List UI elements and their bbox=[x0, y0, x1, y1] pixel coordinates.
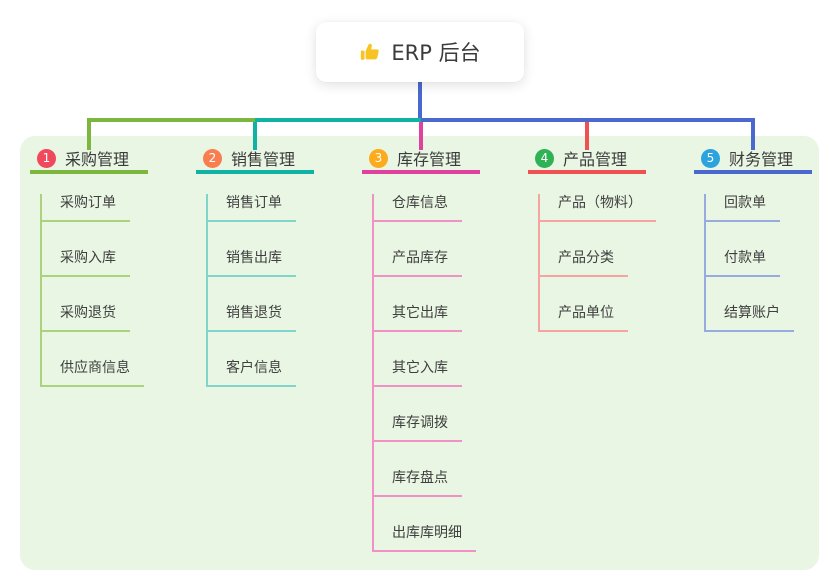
child-node[interactable]: 采购订单 bbox=[42, 194, 130, 222]
branch-children: 销售订单 销售出库 销售退货 客户信息 bbox=[206, 194, 314, 387]
branch-sales: 2 销售管理 销售订单 销售出库 销售退货 客户信息 bbox=[196, 148, 314, 387]
branch-drop-line-4 bbox=[585, 122, 589, 150]
child-node[interactable]: 库存调拨 bbox=[374, 414, 462, 442]
branch-label: 销售管理 bbox=[231, 150, 296, 169]
branch-label: 财务管理 bbox=[729, 150, 794, 169]
child-node[interactable]: 销售出库 bbox=[208, 249, 296, 277]
branch-number-badge: 5 bbox=[701, 148, 720, 168]
child-node[interactable]: 供应商信息 bbox=[42, 359, 144, 387]
branch-finance: 5 财务管理 回款单 付款单 结算账户 bbox=[694, 148, 812, 332]
branch-purchase: 1 采购管理 采购订单 采购入库 采购退货 供应商信息 bbox=[30, 148, 148, 387]
branch-number-badge: 1 bbox=[37, 148, 56, 168]
child-node[interactable]: 回款单 bbox=[706, 194, 780, 222]
branch-children: 采购订单 采购入库 采购退货 供应商信息 bbox=[40, 194, 148, 387]
child-node[interactable]: 付款单 bbox=[706, 249, 780, 277]
child-node[interactable]: 采购入库 bbox=[42, 249, 130, 277]
child-node[interactable]: 采购退货 bbox=[42, 304, 130, 332]
branch-number-badge: 3 bbox=[369, 148, 388, 168]
child-node[interactable]: 产品分类 bbox=[540, 249, 628, 277]
child-node[interactable]: 其它出库 bbox=[374, 304, 462, 332]
child-node[interactable]: 其它入库 bbox=[374, 359, 462, 387]
root-node[interactable]: ERP 后台 bbox=[316, 22, 524, 82]
branch-drop-line-1 bbox=[87, 122, 91, 150]
branch-drop-line-5 bbox=[751, 122, 755, 150]
branch-header-purchase[interactable]: 1 采购管理 bbox=[30, 148, 148, 174]
child-node[interactable]: 出库库明细 bbox=[374, 524, 476, 552]
branch-product: 4 产品管理 产品（物料） 产品分类 产品单位 bbox=[528, 148, 656, 332]
root-connector-line bbox=[418, 82, 422, 122]
child-node[interactable]: 产品单位 bbox=[540, 304, 628, 332]
branch-label: 采购管理 bbox=[65, 150, 130, 169]
branch-header-product[interactable]: 4 产品管理 bbox=[528, 148, 646, 174]
branch-children: 产品（物料） 产品分类 产品单位 bbox=[538, 194, 656, 332]
child-node[interactable]: 产品（物料） bbox=[540, 194, 656, 222]
branch-inventory: 3 库存管理 仓库信息 产品库存 其它出库 其它入库 库存调拨 库存盘点 出库库… bbox=[362, 148, 480, 552]
mindmap-background-panel bbox=[20, 136, 819, 570]
root-label: ERP 后台 bbox=[391, 41, 481, 65]
child-node[interactable]: 产品库存 bbox=[374, 249, 462, 277]
child-node[interactable]: 销售退货 bbox=[208, 304, 296, 332]
branch-children: 仓库信息 产品库存 其它出库 其它入库 库存调拨 库存盘点 出库库明细 bbox=[372, 194, 480, 552]
child-node[interactable]: 销售订单 bbox=[208, 194, 296, 222]
branch-number-badge: 4 bbox=[535, 148, 554, 168]
connector-segment-teal bbox=[255, 118, 421, 122]
branch-header-sales[interactable]: 2 销售管理 bbox=[196, 148, 314, 174]
child-node[interactable]: 库存盘点 bbox=[374, 469, 462, 497]
branch-label: 库存管理 bbox=[397, 150, 462, 169]
branch-drop-line-3 bbox=[419, 122, 423, 150]
branch-header-inventory[interactable]: 3 库存管理 bbox=[362, 148, 480, 174]
child-node[interactable]: 客户信息 bbox=[208, 359, 296, 387]
branch-drop-line-2 bbox=[253, 122, 257, 150]
child-node[interactable]: 结算账户 bbox=[706, 304, 794, 332]
branch-header-finance[interactable]: 5 财务管理 bbox=[694, 148, 812, 174]
branch-children: 回款单 付款单 结算账户 bbox=[704, 194, 812, 332]
connector-segment-green bbox=[87, 118, 255, 122]
child-node[interactable]: 仓库信息 bbox=[374, 194, 462, 222]
branch-number-badge: 2 bbox=[203, 148, 222, 168]
branch-label: 产品管理 bbox=[563, 150, 628, 169]
thumbs-up-icon bbox=[359, 41, 381, 63]
connector-segment-blue bbox=[421, 118, 755, 122]
